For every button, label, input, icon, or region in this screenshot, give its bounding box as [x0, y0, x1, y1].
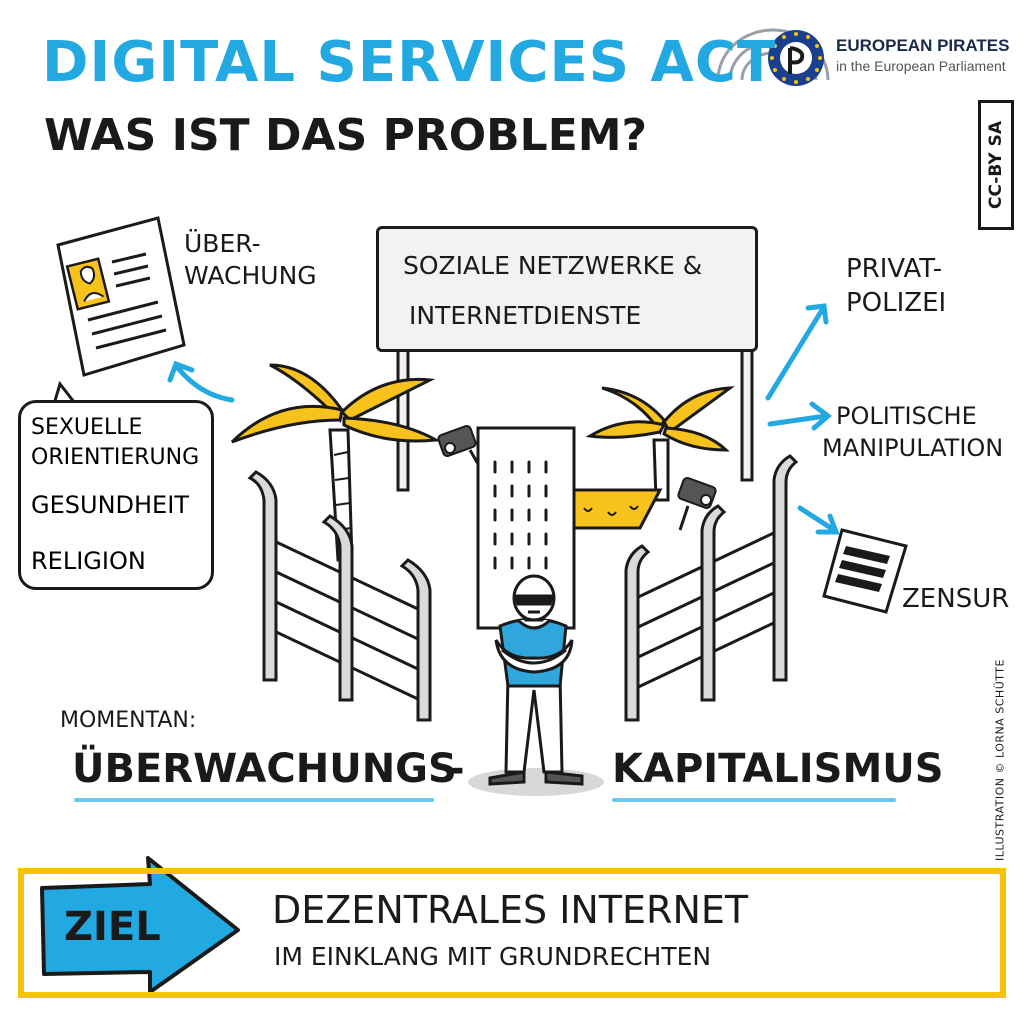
page-subtitle: WAS IST DAS PROBLEM? — [44, 110, 648, 161]
platform-sign: SOZIALE NETZWERKE & INTERNETDIENSTE — [376, 226, 758, 352]
id-document-icon — [56, 216, 186, 377]
label-surveillance-line-2: WACHUNG — [184, 261, 317, 290]
parliament-logo — [716, 28, 830, 86]
brand-tagline: in the European Parliament — [836, 58, 1006, 74]
current-word-2: KAPITALISMUS — [612, 746, 944, 792]
goal-arrow-label: ZIEL — [64, 904, 161, 950]
guard-shadow — [468, 768, 604, 796]
label-private-police-line-2: POLIZEI — [846, 288, 947, 318]
palm-tree-right — [585, 386, 735, 502]
bubble-item: RELIGION — [31, 547, 146, 575]
arrows — [167, 303, 840, 535]
sensitive-data-bubble: SEXUELLE ORIENTIERUNG GESUNDHEIT RELIGIO… — [18, 400, 214, 590]
label-surveillance-line-1: ÜBER- — [184, 229, 261, 258]
security-guard — [488, 574, 584, 786]
label-manipulation-line-2: MANIPULATION — [822, 434, 1004, 462]
underline-1 — [74, 798, 434, 802]
bubble-item: ORIENTIERUNG — [31, 445, 200, 470]
label-surveillance: ÜBER- WACHUNG — [184, 228, 317, 292]
bubble-item: SEXUELLE — [31, 415, 143, 440]
page-title: DIGITAL SERVICES ACT — [42, 30, 777, 95]
goal-arrow-icon — [40, 856, 240, 994]
surveillance-camera-icon — [677, 476, 717, 531]
label-manipulation: POLITISCHE MANIPULATION — [822, 400, 1003, 464]
fence-right — [624, 454, 799, 722]
license-text: CC-BY SA — [986, 120, 1006, 210]
current-word-1: ÜBERWACHUNGS — [72, 746, 457, 792]
sign-line-2: INTERNETDIENSTE — [409, 301, 642, 330]
license-badge: CC-BY SA — [978, 100, 1014, 230]
goal-box — [18, 868, 1006, 998]
censored-document-icon — [822, 528, 908, 614]
current-label: MOMENTAN: — [60, 708, 197, 733]
fence-left — [247, 470, 432, 722]
label-manipulation-line-1: POLITISCHE — [836, 402, 977, 430]
sign-line-1: SOZIALE NETZWERKE & — [403, 251, 703, 280]
bubble-tail — [52, 380, 76, 405]
goal-line-1: DEZENTRALES INTERNET — [272, 888, 749, 932]
brand-name: EUROPEAN PIRATES — [836, 36, 1010, 55]
palm-tree-left — [230, 363, 441, 562]
surveillance-camera-icon — [437, 424, 480, 465]
underline-2 — [612, 798, 896, 802]
label-private-police: PRIVAT- POLIZEI — [846, 252, 946, 320]
awning — [572, 488, 663, 530]
label-censorship: ZENSUR — [902, 584, 1010, 614]
label-private-police-line-1: PRIVAT- — [846, 254, 943, 284]
current-dash: - — [448, 746, 465, 792]
bubble-item: GESUNDHEIT — [31, 491, 189, 519]
illustration-credit: ILLUSTRATION © LORNA SCHÜTTE — [993, 659, 1007, 861]
goal-line-2: IM EINKLANG MIT GRUNDRECHTEN — [274, 942, 712, 971]
brand-block: EUROPEAN PIRATES in the European Parliam… — [836, 36, 1010, 74]
